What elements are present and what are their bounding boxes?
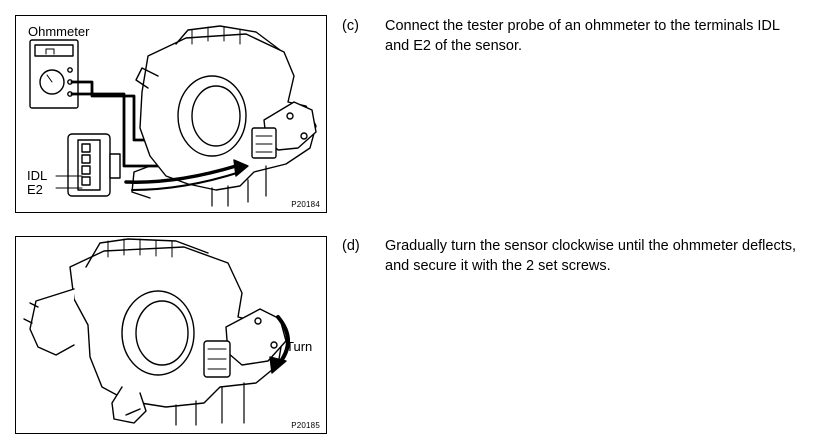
throttle-body-illustration-top [29, 25, 317, 207]
step-text: Connect the tester probe of an ohmmeter … [385, 18, 780, 54]
figure-code: P20185 [291, 421, 320, 430]
step-c: (c) Connect the tester probe of an ohmme… [342, 16, 812, 60]
step-text: Gradually turn the sensor clockwise unti… [385, 238, 797, 274]
throttle-body-illustration-bottom [23, 238, 290, 426]
terminal-idl-label: IDL [27, 168, 48, 183]
figure-code: P20184 [291, 200, 320, 209]
terminal-e2-label: E2 [27, 182, 43, 197]
ohmmeter-label: Ohmmeter [28, 24, 90, 39]
step-marker: (c) [342, 18, 359, 34]
figure-turn-sensor: Turn P20185 [15, 236, 327, 434]
throttle-position-sensor [251, 127, 277, 159]
turn-label: Turn [286, 339, 313, 354]
step-marker: (d) [342, 238, 360, 254]
figure-ohmmeter-connection: Ohmmeter IDL E2 P20184 [15, 15, 327, 213]
step-d: (d) Gradually turn the sensor clockwise … [342, 236, 812, 280]
